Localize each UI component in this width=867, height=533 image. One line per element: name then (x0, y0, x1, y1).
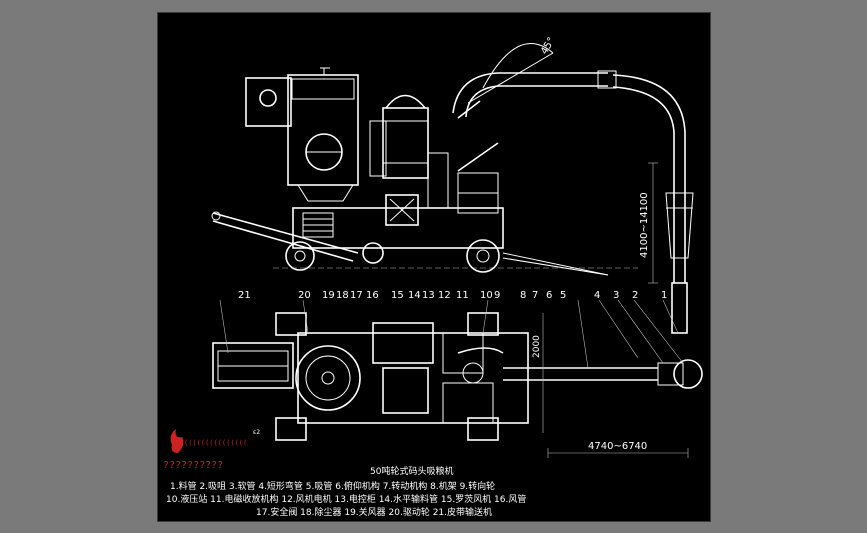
caption-row2: 10.液压站 11.电磁收放机构 12.风机电机 13.电控柜 14.水平输料管… (166, 493, 526, 505)
part-number-label: 6 (546, 290, 552, 301)
part-number-label: 17 (350, 290, 363, 301)
caption-row1: 1.料管 2.吸咀 3.软管 4.短形弯管 5.吸管 6.俯仰机构 7.转动机构… (170, 480, 495, 492)
part-number-label: 19 (322, 290, 335, 301)
part-number-label: 8 (520, 290, 526, 301)
vertical-dimension: 4100~14100 (639, 192, 650, 258)
part-number-label: 20 (298, 290, 311, 301)
part-number-label: 12 (438, 290, 451, 301)
part-number-label: 1 (661, 290, 667, 301)
plan-view (212, 299, 703, 458)
part-number-label: 14 (408, 290, 421, 301)
part-number-label: 7 (532, 290, 538, 301)
part-number-label: 21 (238, 290, 251, 301)
part-number-label: 11 (456, 290, 469, 301)
caption-title: 50吨轮式码头吸粮机 (370, 465, 453, 477)
part-number-label: 10 (480, 290, 493, 301)
angle-label: 45° (539, 36, 557, 57)
part-number-label: 13 (422, 290, 435, 301)
watermark-line2: ?????????? (163, 460, 223, 471)
caption-row3: 17.安全阀 18.除尘器 19.关风器 20.驱动轮 21.皮带输送机 (256, 506, 492, 518)
part-number-label: 18 (336, 290, 349, 301)
part-number-label: 9 (494, 290, 500, 301)
horizontal-dimension: 4740~6740 (588, 441, 647, 452)
part-number-label: 4 (594, 290, 600, 301)
cad-drawing: 45° 4100~14100 4740~6740 2000 ε2 2120191… (163, 36, 703, 518)
part-number-label: 2 (632, 290, 638, 301)
part-number-label: 16 (366, 290, 379, 301)
small-label: ε2 (253, 429, 260, 436)
part-number-label: 15 (391, 290, 404, 301)
width-dimension: 2000 (532, 335, 542, 358)
part-number-label: 3 (613, 290, 619, 301)
part-number-label: 5 (560, 290, 566, 301)
watermark: ((((((((((((((( ?????????? (163, 429, 247, 471)
side-elevation-view (211, 43, 694, 334)
watermark-line1: ((((((((((((((( (184, 439, 247, 447)
